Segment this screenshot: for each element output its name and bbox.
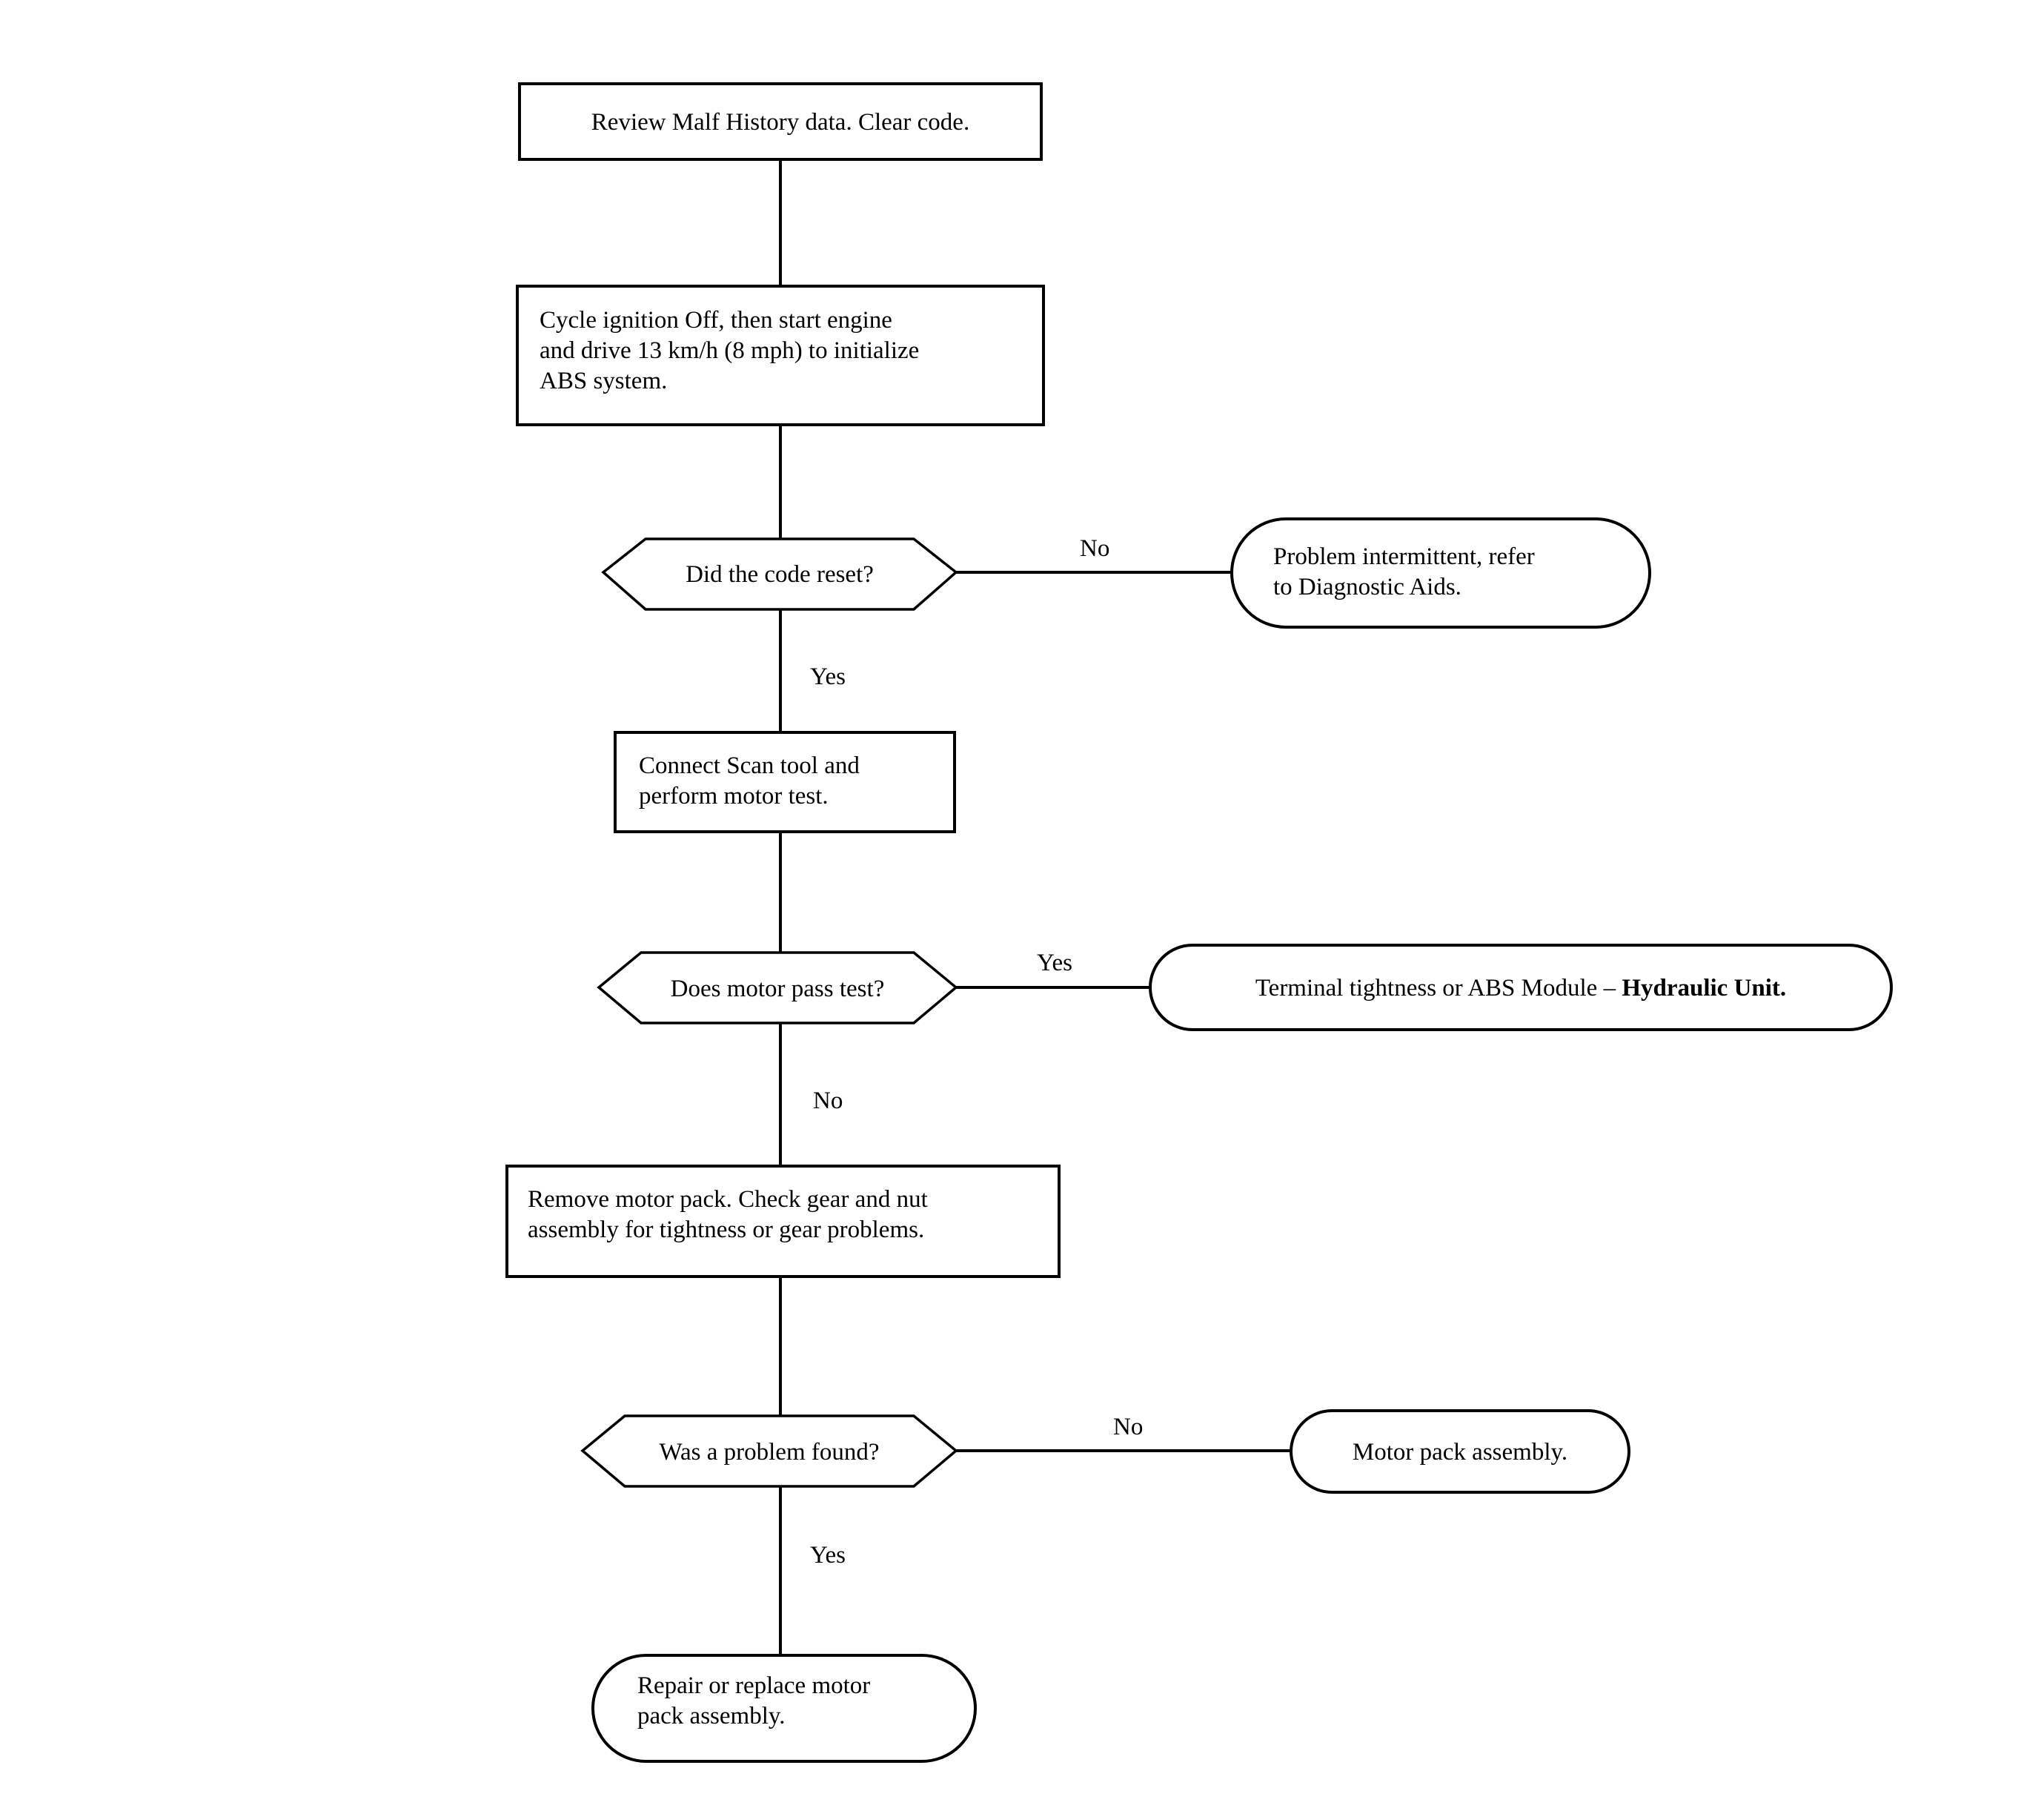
- edge-label-motor-pass-no: No: [813, 1087, 843, 1114]
- node-shape-remove-motor-pack[interactable]: [505, 1165, 1061, 1278]
- node-shape-cycle-ignition[interactable]: [516, 285, 1045, 426]
- edge-label-problem-found-yes: Yes: [810, 1542, 846, 1569]
- node-shape-problem-intermittent[interactable]: [1230, 517, 1651, 629]
- node-shape-review-malf[interactable]: [518, 82, 1043, 161]
- node-shape-motor-pack-assembly[interactable]: [1290, 1409, 1630, 1494]
- node-shape-terminal-tightness[interactable]: [1149, 944, 1893, 1031]
- node-shape-motor-pass[interactable]: [597, 951, 958, 1024]
- node-shape-problem-found[interactable]: [580, 1414, 958, 1488]
- node-shape-connect-scan[interactable]: [614, 731, 956, 833]
- node-shape-code-reset[interactable]: [601, 537, 958, 611]
- edge-label-code-reset-yes: Yes: [810, 663, 846, 690]
- edge-label-motor-pass-yes: Yes: [1037, 950, 1073, 976]
- node-shape-repair-replace[interactable]: [591, 1654, 977, 1763]
- edge-label-code-reset-no: No: [1080, 535, 1110, 562]
- edge-label-problem-found-no: No: [1113, 1414, 1144, 1440]
